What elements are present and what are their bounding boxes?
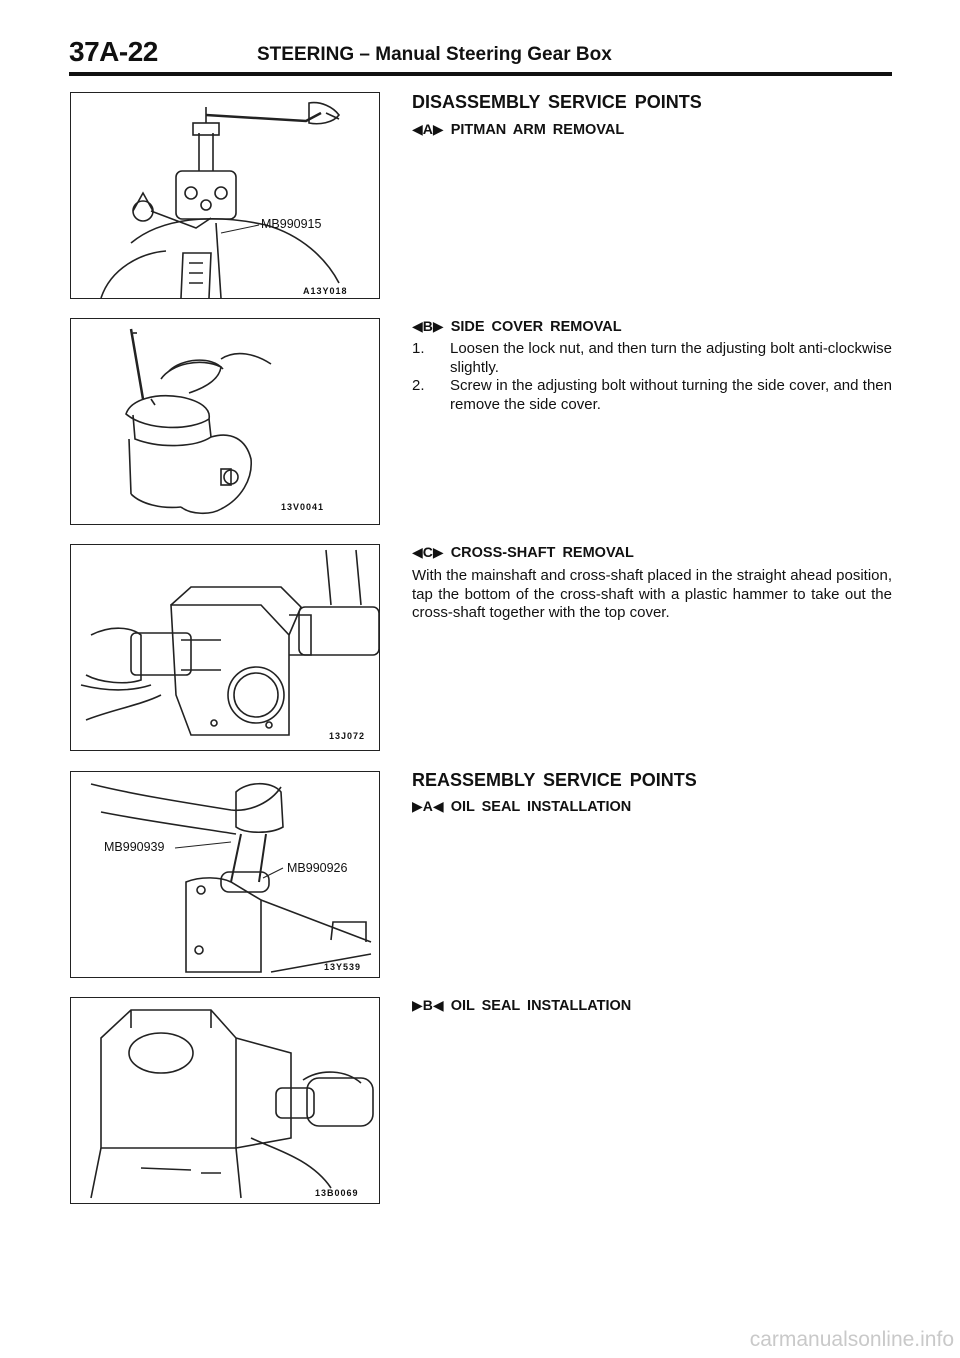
oil-seal-b-subheading: ▶B◀ OIL SEAL INSTALLATION [412, 997, 631, 1014]
figure-code: 13V0041 [281, 502, 325, 512]
oil-seal-b-title: OIL SEAL INSTALLATION [450, 998, 632, 1014]
tool-label-mb990926: MB990926 [287, 861, 348, 875]
header-rule [69, 72, 892, 76]
oil-seal-b-illustration [90, 1009, 374, 1199]
side-cover-subheading: ◀B▶ SIDE COVER REMOVAL [412, 318, 622, 335]
figure-code: 13Y539 [324, 962, 362, 972]
pitman-arm-puller-illustration [100, 101, 341, 298]
step-number: 1. [412, 340, 425, 357]
cross-shaft-paragraph: With the mainshaft and cross-shaft place… [412, 567, 892, 621]
figure-oil-seal-installation-a: MB990939 MB990926 13Y539 [70, 771, 380, 978]
figure-code: A13Y018 [303, 286, 348, 296]
watermark: carmanualsonline.info [749, 1328, 954, 1351]
tool-label-mb990939: MB990939 [104, 840, 165, 854]
marker-b: ◀B▶ [412, 318, 444, 334]
marker-c: ◀C▶ [412, 544, 444, 560]
figure-side-cover-removal: 13V0041 [70, 318, 380, 525]
oil-seal-a-subheading: ▶A◀ OIL SEAL INSTALLATION [412, 798, 631, 815]
figure-code: 13J072 [329, 731, 366, 741]
cross-shaft-title: CROSS-SHAFT REMOVAL [450, 545, 634, 561]
list-item: 2. Screw in the adjusting bolt without t… [412, 377, 892, 414]
cross-shaft-subheading: ◀C▶ CROSS-SHAFT REMOVAL [412, 544, 634, 561]
side-cover-illustration [125, 328, 272, 515]
pitman-arm-subheading: ◀A▶ PITMAN ARM REMOVAL [412, 121, 624, 138]
side-cover-title: SIDE COVER REMOVAL [450, 319, 622, 335]
figure-pitman-arm-removal: MB990915 A13Y018 [70, 92, 380, 299]
list-item: 1. Loosen the lock nut, and then turn th… [412, 340, 892, 377]
oil-seal-a-title: OIL SEAL INSTALLATION [450, 799, 632, 815]
step-text: Loosen the lock nut, and then turn the a… [450, 340, 892, 376]
oil-seal-a-illustration [90, 782, 372, 973]
disassembly-heading: DISASSEMBLY SERVICE POINTS [412, 92, 702, 112]
figure-cross-shaft-removal: 13J072 [70, 544, 380, 751]
side-cover-steps: 1. Loosen the lock nut, and then turn th… [412, 340, 892, 414]
tool-label-mb990915: MB990915 [261, 217, 322, 231]
figure-code: 13B0069 [315, 1188, 359, 1198]
pitman-arm-title: PITMAN ARM REMOVAL [450, 122, 625, 138]
page-number: 37A-22 [69, 36, 158, 67]
marker-reassembly-a: ▶A◀ [412, 798, 444, 814]
step-text: Screw in the adjusting bolt without turn… [450, 377, 892, 413]
marker-reassembly-b: ▶B◀ [412, 997, 444, 1013]
cross-shaft-illustration [80, 549, 379, 736]
step-number: 2. [412, 377, 425, 394]
figure-oil-seal-installation-b: 13B0069 [70, 997, 380, 1204]
page-title: STEERING – Manual Steering Gear Box [257, 44, 612, 65]
marker-a: ◀A▶ [412, 121, 444, 137]
reassembly-heading: REASSEMBLY SERVICE POINTS [412, 770, 697, 790]
